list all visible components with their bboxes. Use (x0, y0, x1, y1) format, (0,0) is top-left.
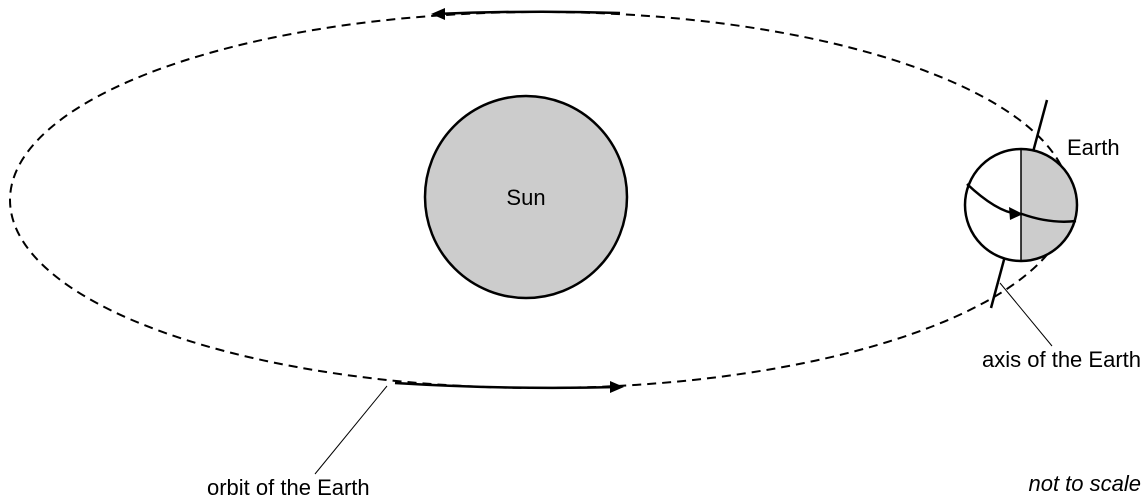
sun-label: Sun (506, 185, 545, 210)
sun (423, 94, 629, 300)
earth (963, 147, 1079, 263)
axis-label: axis of the Earth (982, 347, 1141, 372)
orbit-leader-line (314, 385, 388, 475)
orbit-arrow-bottom (394, 381, 619, 390)
orbit-arrow-top-head (431, 8, 445, 20)
orbit-arrow-bottom-head (610, 381, 624, 393)
rotation-arrow-icon (1009, 207, 1023, 220)
orbit-arrow-top (434, 10, 621, 16)
earth-label: Earth (1067, 135, 1120, 160)
orbit-label: orbit of the Earth (207, 475, 370, 500)
axis-leader-line (999, 282, 1053, 347)
scale-note: not to scale (1028, 471, 1141, 496)
